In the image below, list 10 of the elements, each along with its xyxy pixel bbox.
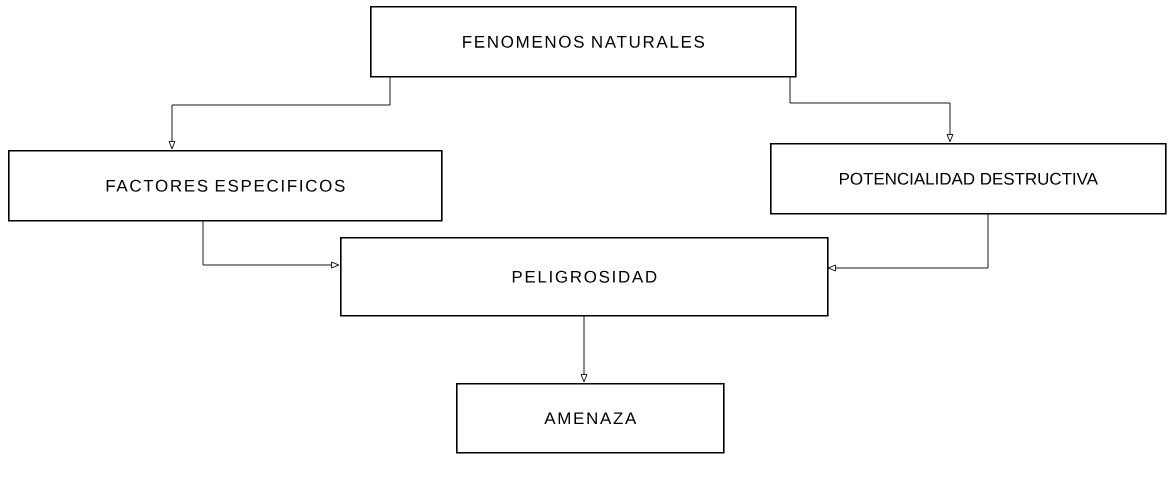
- arrow: [827, 212, 989, 272]
- process-box: FENOMENOS NATURALES: [370, 6, 797, 78]
- process-box: PELIGROSIDAD: [340, 237, 829, 317]
- arrow: [580, 314, 588, 383]
- process-box: FACTORES ESPECIFICOS: [8, 150, 443, 222]
- arrow: [168, 75, 391, 150]
- arrow: [789, 75, 954, 143]
- arrow: [202, 219, 340, 269]
- process-box: POTENCIALIDAD DESTRUCTIVA: [770, 143, 1167, 215]
- process-box: AMENAZA: [456, 383, 725, 454]
